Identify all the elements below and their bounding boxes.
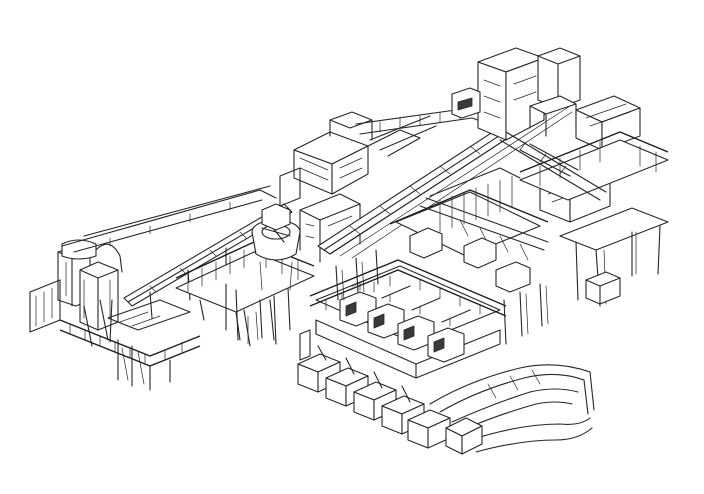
cyclone-dust-collector (29, 239, 123, 347)
bottom-right-discharge-chutes (429, 364, 595, 455)
central-cone-crusher (251, 203, 301, 291)
left-walkway-railing (59, 299, 201, 391)
upper-left-gallery (61, 185, 277, 253)
upper-feed-hopper (279, 111, 421, 207)
lower-crushers-row (339, 273, 471, 363)
support-columns (225, 249, 549, 345)
top-right-tower (451, 47, 581, 141)
central-support-tower (299, 193, 361, 263)
right-elevated-platform (519, 131, 669, 307)
middle-conveyor-gallery (389, 167, 549, 293)
right-transfer-conveyors (499, 131, 607, 201)
product-bins-row (297, 345, 451, 449)
